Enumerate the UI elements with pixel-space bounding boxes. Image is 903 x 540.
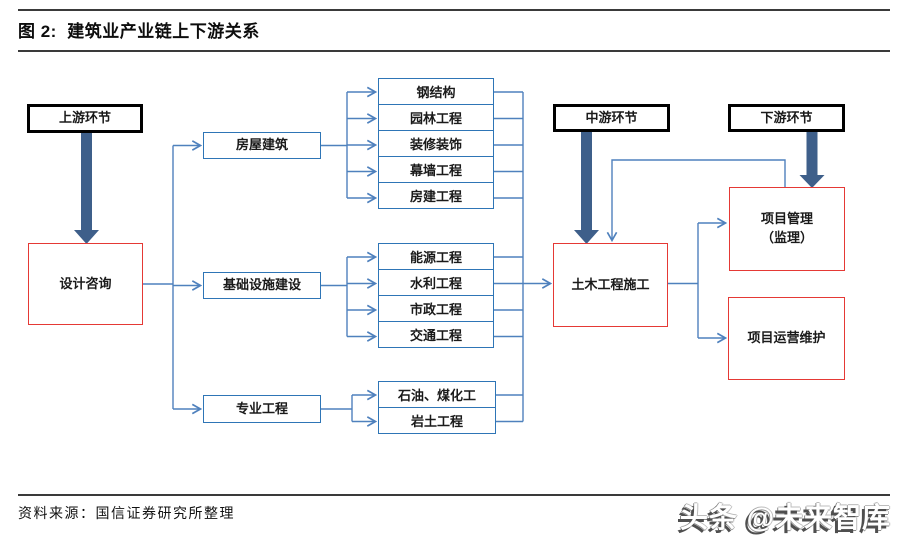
sub-decoration: 装修装饰 [379,130,493,156]
figure-title: 图 2: 建筑业产业链上下游关系 [18,22,260,41]
stage-label-midstream: 中游环节 [585,109,638,125]
node-project-management: 项目管理 （监理） [729,187,845,271]
top-rule [18,9,890,11]
node-project-operation: 项目运营维护 [728,297,845,380]
node-housing-construction-label: 房屋建筑 [235,137,288,153]
node-infrastructure-label: 基础设施建设 [222,277,301,293]
watermark: 头条 @未来智库 [679,502,891,533]
source-note: 资料来源：国信证券研究所整理 [18,506,235,522]
sub-building-eng: 房建工程 [379,182,493,208]
stage-box-midstream: 中游环节 [553,104,670,132]
sub-water-eng: 水利工程 [379,269,493,295]
node-special-engineering-label: 专业工程 [235,400,288,416]
node-infrastructure: 基础设施建设 [203,272,321,299]
sub-curtain-wall-eng: 幕墙工程 [379,156,493,182]
node-special-engineering: 专业工程 [203,395,321,423]
node-project-operation-label: 项目运营维护 [747,330,826,346]
stage-box-upstream: 上游环节 [27,104,143,133]
sub-geotechnical-eng: 岩土工程 [379,407,495,433]
sub-energy-eng: 能源工程 [379,244,493,269]
footer-rule [18,494,890,496]
stage-label-downstream: 下游环节 [760,109,813,125]
sub-municipal-eng: 市政工程 [379,295,493,321]
housing-subs-stack: 钢结构 园林工程 装修装饰 幕墙工程 房建工程 [378,78,494,209]
node-design-consulting: 设计咨询 [28,243,143,325]
thin-connectors [143,92,786,422]
downstream-flow-arrow [799,132,825,188]
special-subs-stack: 石油、煤化工 岩土工程 [378,381,496,434]
node-civil-construction-label: 土木工程施工 [571,276,650,292]
sub-steel-structure: 钢结构 [379,79,493,104]
infra-subs-stack: 能源工程 水利工程 市政工程 交通工程 [378,243,494,348]
stage-label-upstream: 上游环节 [58,110,111,126]
midstream-flow-arrow [574,132,599,244]
stage-flow-arrows [74,132,825,244]
upstream-flow-arrow [74,133,99,244]
node-housing-construction: 房屋建筑 [203,132,321,159]
node-design-consulting-label: 设计咨询 [59,275,112,291]
sub-landscape-eng: 园林工程 [379,104,493,130]
node-civil-construction: 土木工程施工 [553,243,668,327]
sub-transport-eng: 交通工程 [379,321,493,347]
sub-petro-chemical: 石油、煤化工 [379,382,495,407]
title-underline-rule [18,50,890,52]
node-project-management-label: 项目管理 （监理） [760,211,813,245]
stage-box-downstream: 下游环节 [728,104,845,132]
